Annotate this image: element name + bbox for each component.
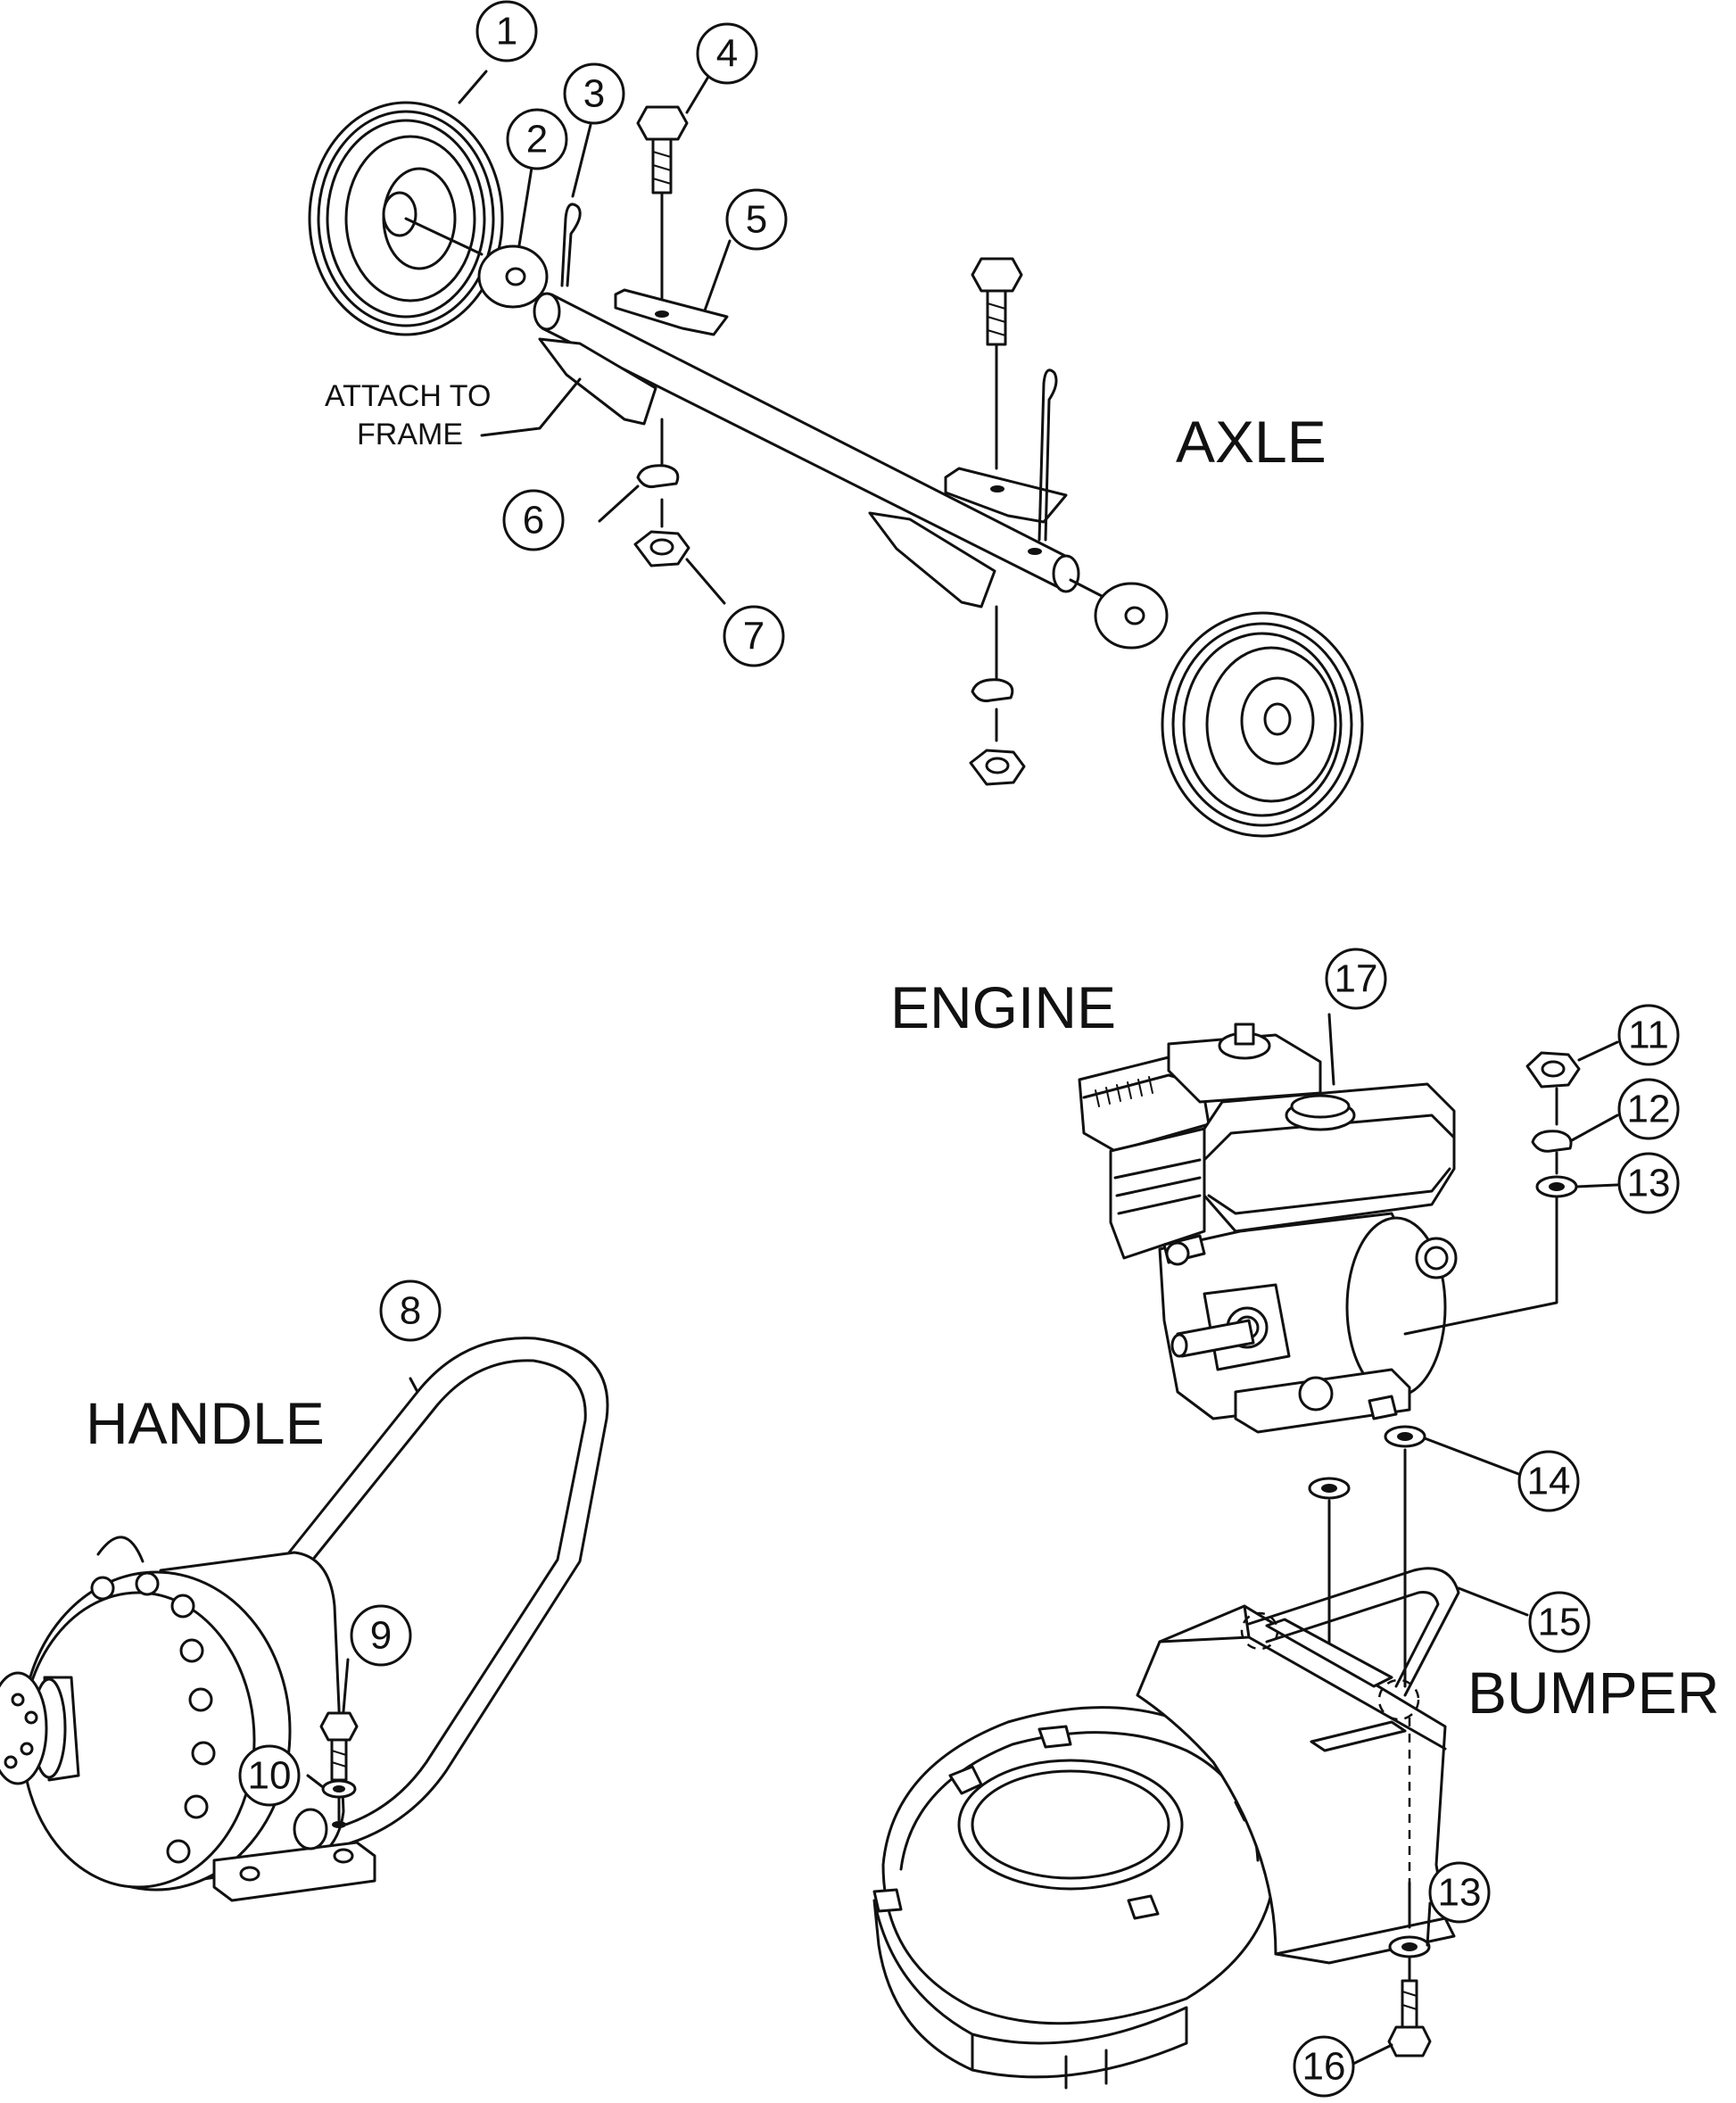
right-wheel (1161, 611, 1364, 838)
washer-right (1094, 582, 1169, 650)
callout-2-number: 2 (526, 118, 548, 161)
callout-11-number: 11 (1628, 1014, 1669, 1057)
callout-15: 15 (1528, 1591, 1591, 1653)
section-label-handle: HANDLE (86, 1390, 325, 1456)
mount-bracket-left (614, 288, 729, 336)
callout-8-number: 8 (400, 1289, 421, 1333)
handle-assembly (0, 1337, 609, 1902)
nut-left (633, 530, 690, 567)
attach-to-frame-line2: FRAME (357, 418, 463, 451)
callout-16-number: 16 (1302, 2045, 1346, 2089)
mount-bracket-right (944, 467, 1068, 524)
callout-3: 3 (563, 62, 625, 125)
callout-13-engine: 13 (1617, 1152, 1680, 1214)
callout-3-number: 3 (583, 72, 605, 116)
lock-washer-left (636, 464, 680, 488)
axle-assembly (308, 101, 1364, 838)
attach-to-frame-line1: ATTACH TO (325, 379, 491, 413)
callout-12-number: 12 (1627, 1088, 1671, 1131)
cotter-pin-left (560, 203, 582, 287)
callout-4-number: 4 (716, 32, 738, 76)
left-wheel (308, 101, 504, 336)
bolt-right (971, 257, 1023, 346)
frame-clip-left (538, 337, 657, 426)
pump-body (0, 1536, 376, 1902)
washer-left (477, 244, 549, 309)
callout-4: 4 (696, 22, 758, 85)
callout-13-base: 13 (1428, 1861, 1491, 1924)
callout-7: 7 (723, 605, 785, 667)
callout-6-number: 6 (523, 499, 544, 542)
callout-10-number: 10 (248, 1754, 292, 1798)
section-label-axle: AXLE (1176, 409, 1327, 475)
callout-5-number: 5 (746, 198, 767, 242)
callout-13-engine-number: 13 (1627, 1162, 1671, 1205)
engine-nut (1525, 1051, 1581, 1089)
callout-17: 17 (1325, 948, 1387, 1010)
engine-hardware (1525, 1051, 1581, 1198)
handle-loop (284, 1337, 609, 1849)
handle-bolt (319, 1711, 359, 1782)
frame-clip-right (868, 511, 996, 609)
section-label-bumper: BUMPER (1467, 1660, 1719, 1726)
callout-2: 2 (506, 108, 568, 170)
bolt-left (636, 105, 689, 195)
callout-14: 14 (1517, 1450, 1580, 1512)
callout-14-number: 14 (1527, 1460, 1571, 1503)
callout-9: 9 (350, 1604, 412, 1667)
callout-6: 6 (502, 489, 565, 551)
callout-17-number: 17 (1335, 957, 1378, 1001)
callout-10: 10 (238, 1744, 301, 1807)
base-bolt-hardware (1387, 1935, 1432, 2057)
callout-15-number: 15 (1538, 1601, 1582, 1644)
callout-7-number: 7 (743, 615, 765, 658)
callout-8: 8 (379, 1279, 442, 1342)
callout-9-number: 9 (370, 1614, 392, 1658)
base-bolt (1387, 2025, 1432, 2057)
engine (1078, 1023, 1558, 1434)
engine-lock-washer (1531, 1130, 1573, 1153)
callout-12: 12 (1617, 1078, 1680, 1140)
axle-tube (533, 292, 1080, 593)
section-label-engine: ENGINE (890, 974, 1116, 1040)
callout-11: 11 (1617, 1004, 1680, 1066)
callout-1: 1 (475, 0, 538, 62)
base-housing (872, 1567, 1460, 2090)
callout-13-base-number: 13 (1438, 1871, 1482, 1915)
callout-16: 16 (1293, 2035, 1355, 2098)
bumper-bar (1247, 1567, 1460, 1697)
callout-1-number: 1 (496, 10, 517, 54)
callout-5: 5 (725, 188, 788, 251)
